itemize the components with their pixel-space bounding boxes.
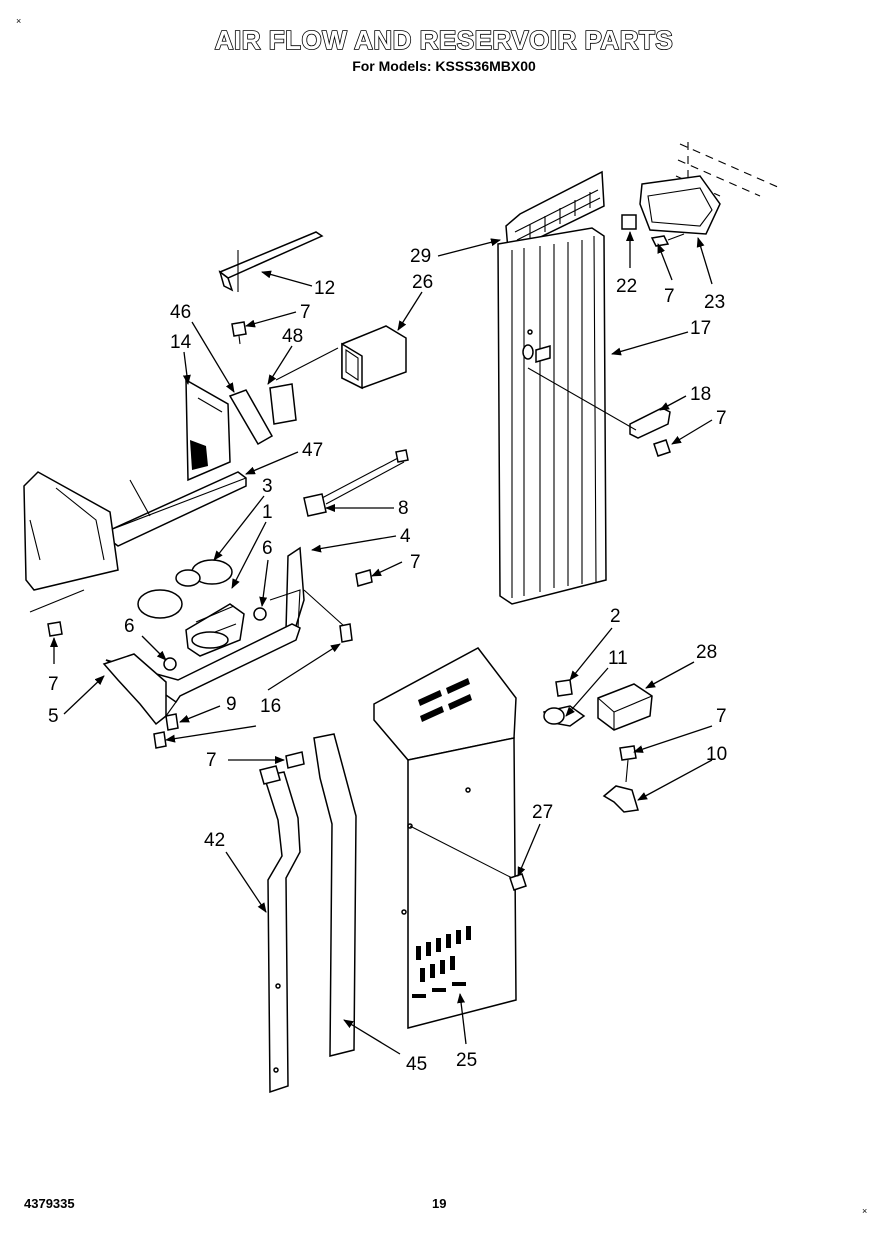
callout-16: 16 — [260, 696, 281, 717]
callout-23: 23 — [704, 292, 725, 313]
part-8-wire-harness — [303, 449, 409, 517]
callout-27: 27 — [532, 802, 553, 823]
part-17-duct-panel — [497, 227, 607, 605]
callout-7-b: 7 — [300, 302, 311, 323]
callout-26: 26 — [412, 272, 433, 293]
callout-7-a: 7 — [664, 286, 675, 307]
callout-1: 1 — [262, 502, 273, 523]
page-title: AIR FLOW AND RESERVOIR PARTS — [214, 25, 674, 55]
part-4-bracket — [269, 546, 345, 632]
callout-7-d: 7 — [410, 552, 421, 573]
screw-7-f — [619, 745, 637, 783]
part-45-gasket-strip — [313, 733, 357, 1057]
screw-16-b — [153, 731, 167, 749]
part-47-channel — [109, 471, 247, 547]
part-26-duct-box — [275, 325, 407, 390]
callout-7-c: 7 — [716, 408, 727, 429]
screw-7-e — [653, 439, 671, 457]
callout-25: 25 — [456, 1050, 477, 1071]
part-5-mount-bracket — [102, 623, 301, 726]
callout-46: 46 — [170, 302, 191, 323]
screw-2 — [555, 679, 573, 697]
callout-42: 42 — [204, 830, 225, 851]
callout-29: 29 — [410, 246, 431, 267]
callout-28: 28 — [696, 642, 717, 663]
leader-lines — [50, 231, 713, 1055]
part-28-block — [597, 683, 653, 731]
screw-9 — [165, 713, 179, 731]
callout-3: 3 — [262, 476, 273, 497]
part-11-clip — [542, 705, 586, 727]
callout-22: 22 — [616, 276, 637, 297]
part-14-side-panel — [185, 378, 231, 482]
screw-7-d — [355, 569, 373, 587]
screw-7-c — [29, 589, 85, 637]
screw-7-g — [285, 751, 305, 769]
document-part-number: 4379335 — [24, 1196, 75, 1211]
callout-10: 10 — [706, 744, 727, 765]
part-46-strip — [228, 389, 274, 446]
part-6-grommet — [163, 607, 267, 671]
callout-14: 14 — [170, 332, 192, 353]
part-1-motor — [185, 603, 245, 657]
part-42-rail — [259, 765, 301, 1094]
part-48-pad — [269, 383, 297, 425]
callout-6-b: 6 — [124, 616, 135, 637]
callout-7-e: 7 — [716, 706, 727, 727]
callout-48: 48 — [282, 326, 303, 347]
callout-18: 18 — [690, 384, 711, 405]
callout-labels: 29 22 7 23 17 12 26 46 7 48 14 18 7 47 3… — [48, 246, 727, 1075]
callout-6-a: 6 — [262, 538, 273, 559]
screw-7-b — [231, 321, 247, 345]
callout-47: 47 — [302, 440, 323, 461]
part-12-bracket — [218, 231, 324, 292]
callout-11: 11 — [608, 648, 628, 669]
callout-45: 45 — [406, 1054, 427, 1075]
part-25-evaporator-cover — [373, 647, 517, 1029]
corner-crop-mark-bottom-right: × — [862, 1206, 868, 1216]
callout-8: 8 — [398, 498, 409, 519]
callout-7-g: 7 — [206, 750, 217, 771]
callout-7-h: 7 — [48, 674, 59, 695]
page-subtitle: For Models: KSSS36MBX00 — [352, 58, 536, 74]
part-3-fan-blade — [137, 559, 233, 619]
part-10-clip — [602, 785, 639, 813]
callout-17: 17 — [690, 318, 711, 339]
screw-16-a — [339, 623, 353, 643]
part-22-23-damper-control — [621, 142, 781, 247]
callout-2: 2 — [610, 606, 621, 627]
callout-4: 4 — [400, 526, 411, 547]
page-number: 19 — [432, 1196, 447, 1211]
fan-housing-left — [23, 471, 151, 591]
callout-9: 9 — [226, 694, 237, 715]
callout-12: 12 — [314, 278, 335, 299]
corner-crop-mark-top-left: × — [16, 16, 22, 26]
callout-5: 5 — [48, 706, 59, 727]
